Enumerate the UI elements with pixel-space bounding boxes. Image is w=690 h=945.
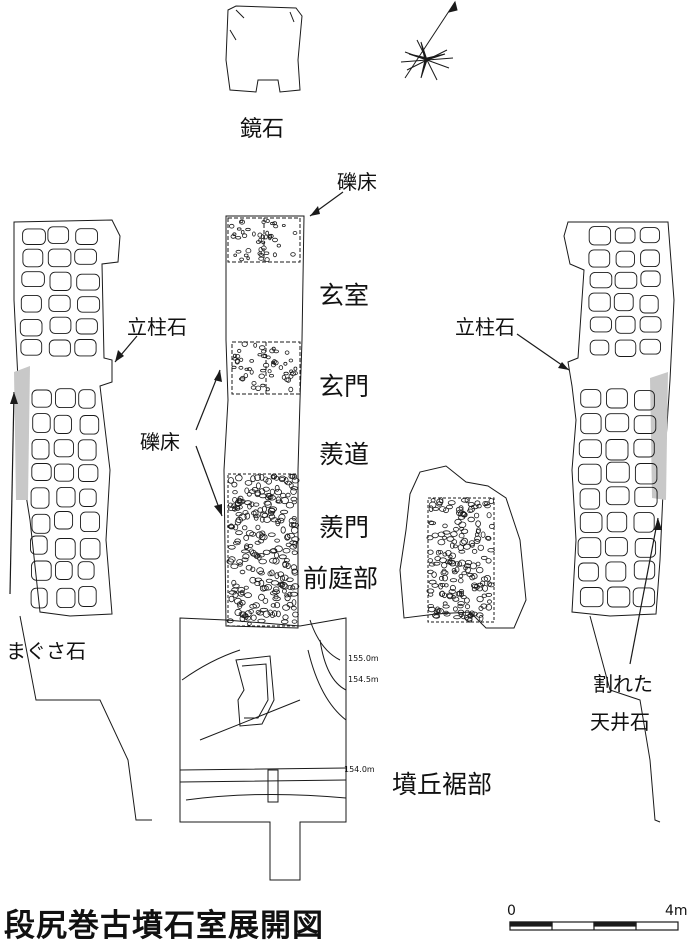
forecourt-wall (399, 465, 527, 629)
diagram-title: 段尻巻古墳石室展開図 (4, 908, 324, 944)
right-wall (563, 221, 675, 617)
label-genmon: 玄門 (319, 372, 370, 401)
contour-label-154: 154.0m (344, 765, 375, 774)
label-genshitsu: 玄室 (319, 281, 370, 310)
label-zenteibu: 前庭部 (303, 564, 379, 593)
kagami-ishi-stone (225, 5, 303, 93)
label-sendo: 羨道 (319, 440, 370, 469)
label-senmon: 羨門 (319, 513, 370, 542)
label-ritchuseki-left: 立柱石 (127, 315, 187, 339)
north-arrow (400, 0, 458, 81)
left-gray-fill (14, 366, 30, 500)
contour-label-154-5: 154.5m (348, 675, 379, 684)
label-ritchuseki-right: 立柱石 (455, 315, 515, 339)
label-kagami-ishi: 鏡石 (240, 117, 285, 142)
label-wareta-2: 天井石 (590, 710, 650, 734)
label-gravel-bed-mid: 礫床 (140, 430, 180, 454)
mound-pit (235, 655, 275, 727)
contour-label-155: 155.0m (348, 654, 379, 663)
label-magusa-ishi: まぐさ石 (6, 639, 86, 663)
scale-end-label: 4m (665, 903, 688, 919)
chamber-outline (223, 215, 305, 629)
label-wareta-1: 割れた (593, 672, 653, 696)
scale-bar (509, 921, 679, 931)
label-funkyu-susobu: 墳丘裾部 (392, 770, 493, 799)
forecourt-gravel (227, 473, 299, 627)
scale-start-label: 0 (507, 903, 516, 919)
label-gravel-bed-top: 礫床 (337, 170, 377, 194)
mound-foot-plan (179, 617, 347, 881)
